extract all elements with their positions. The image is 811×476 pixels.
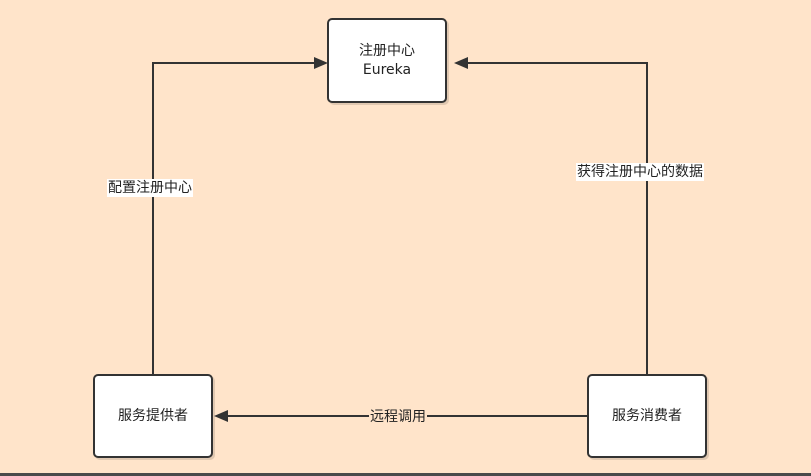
edge-label-fetch-registry-data: 获得注册中心的数据: [576, 163, 704, 181]
eureka-registry-node[interactable]: 注册中心 Eureka: [327, 18, 447, 103]
edge-label-remote-call: 远程调用: [369, 408, 427, 426]
eureka-node-subtitle: Eureka: [362, 61, 412, 78]
provider-node-label: 服务提供者: [118, 407, 188, 424]
bottom-divider: [0, 473, 811, 476]
edge-consumer-to-eureka: [468, 62, 648, 374]
arrowhead-provider-to-eureka: [314, 57, 328, 69]
arrowhead-consumer-to-provider: [214, 410, 228, 422]
edge-label-config-registry: 配置注册中心: [107, 179, 193, 197]
service-consumer-node[interactable]: 服务消费者: [587, 374, 707, 458]
edge-provider-to-eureka: [152, 62, 314, 374]
arrowhead-consumer-to-eureka: [454, 57, 468, 69]
service-provider-node[interactable]: 服务提供者: [93, 374, 213, 458]
eureka-node-title: 注册中心: [359, 42, 415, 59]
consumer-node-label: 服务消费者: [612, 407, 682, 424]
